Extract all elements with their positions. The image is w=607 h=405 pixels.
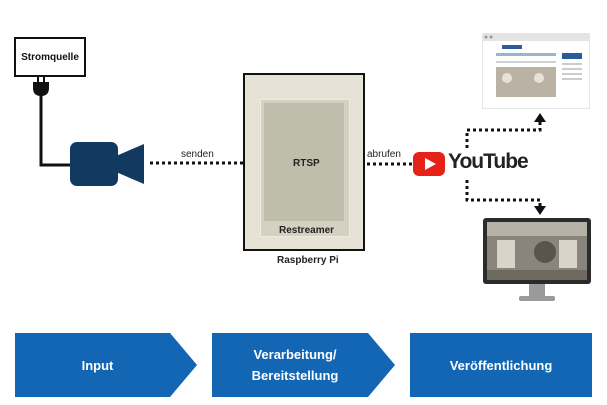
- rtsp-box: [264, 103, 344, 221]
- power-plug-icon: [33, 76, 49, 100]
- band-input-shape: [15, 333, 197, 397]
- process-band-layer: [15, 333, 592, 397]
- monitor-arrow-line: [465, 180, 542, 206]
- stage-input-label: Input: [81, 357, 114, 373]
- monitor-arrow-head: [534, 206, 546, 215]
- browser-arrow-head: [534, 113, 546, 122]
- browser-arrow-line: [465, 122, 542, 148]
- power-cable: [39, 98, 73, 167]
- stage-publish-label: Veröffentlichung: [449, 357, 553, 373]
- band-processing-shape: [212, 333, 395, 397]
- stage-processing-label: Verarbeitung/ Bereitstellung: [251, 347, 339, 383]
- raspberry-pi-label: Raspberry Pi: [277, 255, 339, 266]
- youtube-wordmark: YouTube: [448, 150, 529, 173]
- video-camera-icon: [70, 142, 144, 186]
- browser-window-icon: [482, 33, 590, 109]
- monitor-icon: [483, 218, 591, 301]
- band-publish-shape: [410, 333, 592, 397]
- power-source-box: Stromquelle: [14, 37, 86, 77]
- fetch-label: abrufen: [367, 149, 401, 160]
- youtube-play-icon: [413, 152, 445, 176]
- send-label: senden: [181, 149, 214, 160]
- rtsp-label: RTSP: [293, 158, 320, 169]
- restreamer-label: Restreamer: [279, 225, 335, 236]
